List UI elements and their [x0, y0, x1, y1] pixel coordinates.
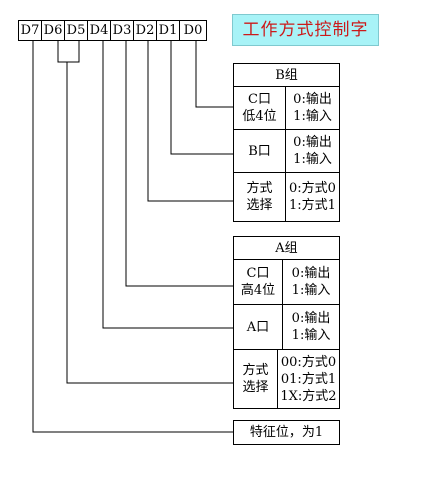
feature-bit-box: 特征位，为1: [233, 420, 340, 445]
group-b-mode-name: 方式选择: [233, 172, 286, 222]
group-a-c-upper-name: C口高4位: [233, 259, 283, 305]
bit-d2: D2: [133, 20, 157, 41]
group-a-a-port-name: A口: [233, 304, 283, 350]
bit-d0: D0: [179, 20, 207, 41]
group-b-header: B组: [233, 63, 340, 87]
diagram-title: 工作方式控制字: [232, 14, 379, 46]
bit-d3: D3: [110, 20, 134, 41]
group-b-c-lower-name: C口低4位: [233, 86, 286, 130]
group-a-header: A组: [233, 236, 340, 260]
group-b-b-port-name: B口: [233, 129, 286, 173]
group-a-mode-name: 方式选择: [233, 349, 278, 409]
bit-d6: D6: [41, 20, 65, 41]
bit-d5: D5: [64, 20, 88, 41]
